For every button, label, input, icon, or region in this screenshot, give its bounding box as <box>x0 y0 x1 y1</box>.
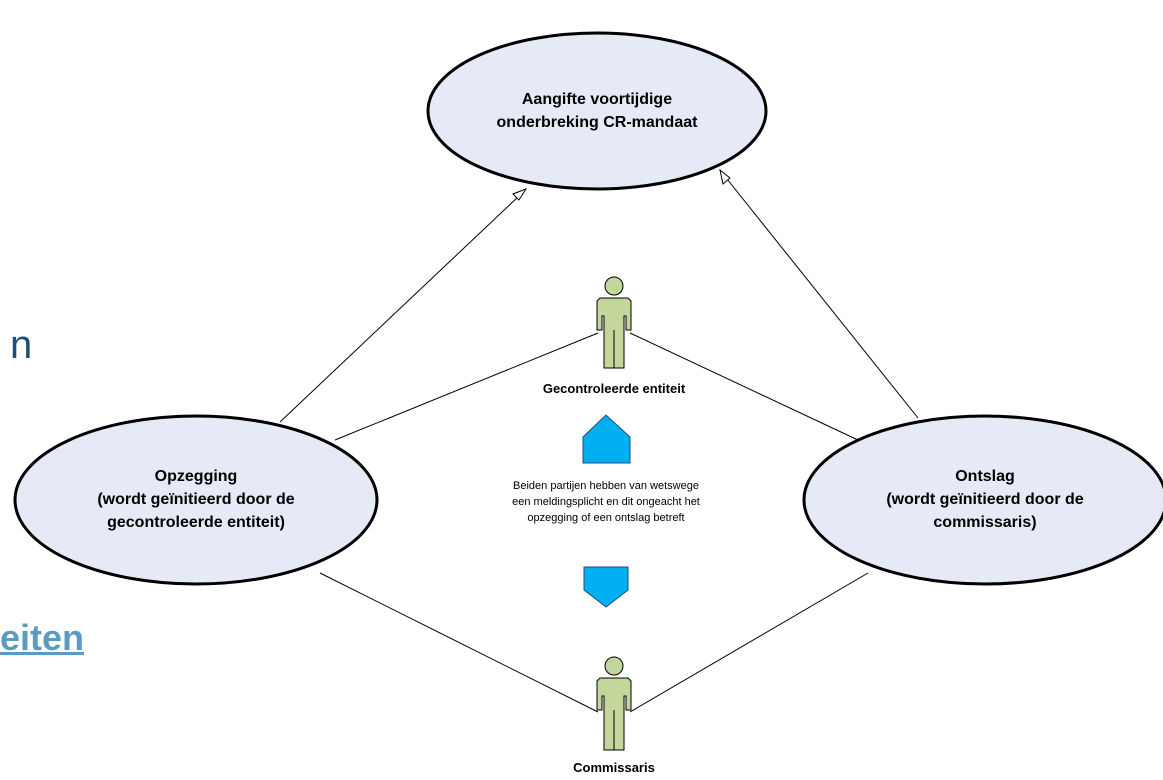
note-line: Beiden partijen hebben van wetswege <box>513 480 699 492</box>
actor-bottom-to-right-usecase-line <box>629 572 869 713</box>
right-to-top-generalization-line <box>726 178 919 419</box>
left-usecase-label-line: gecontroleerde entiteit) <box>107 514 285 531</box>
left-generalization-arrowhead <box>512 187 528 201</box>
background-text-fragment: n <box>10 323 33 367</box>
right-usecase-label: Ontslag (wordt geïnitieerd door de commi… <box>835 465 1135 534</box>
note-line: opzegging of een ontslag betreft <box>527 512 685 524</box>
up-arrow-icon <box>582 414 631 464</box>
generalization-lines <box>279 168 919 423</box>
actor-bottom-label: Commissaris <box>573 760 655 775</box>
left-usecase-label-line: (wordt geïnitieerd door de <box>97 491 295 508</box>
left-usecase-ellipse[interactable] <box>13 414 379 586</box>
association-lines <box>319 332 869 713</box>
down-arrow-icon <box>583 566 629 608</box>
actor-top-to-right-usecase-line <box>629 332 859 441</box>
right-generalization-arrowhead <box>719 168 731 185</box>
background-link-fragment[interactable]: eiten <box>0 617 85 658</box>
right-usecase-label-line: commissaris) <box>933 514 1037 531</box>
meldingsplicht-note: Beiden partijen hebben van wetswege een … <box>456 478 756 526</box>
left-usecase-label-line: Opzegging <box>154 468 238 485</box>
actor-top-to-left-usecase-line <box>334 332 599 441</box>
actor-top-label: Gecontroleerde entiteit <box>542 381 686 396</box>
actor-bottom-icon[interactable] <box>596 656 632 751</box>
top-usecase-label-line: onderbreking CR-mandaat <box>496 114 698 131</box>
right-usecase-ellipse[interactable] <box>802 414 1163 586</box>
right-usecase-label-line: (wordt geïnitieerd door de <box>886 491 1084 508</box>
right-usecase-label-line: Ontslag <box>955 468 1015 485</box>
left-usecase-label: Opzegging (wordt geïnitieerd door de gec… <box>46 465 346 534</box>
top-usecase-label-line: Aangifte voortijdige <box>521 91 673 108</box>
top-usecase-label: Aangifte voortijdige onderbreking CR-man… <box>452 88 742 134</box>
left-to-top-generalization-line <box>279 195 520 423</box>
actor-top-icon[interactable] <box>596 276 632 369</box>
actor-bottom-to-left-usecase-line <box>319 572 599 713</box>
note-line: een meldingsplicht en dit ongeacht het <box>512 496 700 508</box>
top-usecase-ellipse[interactable] <box>426 31 768 191</box>
